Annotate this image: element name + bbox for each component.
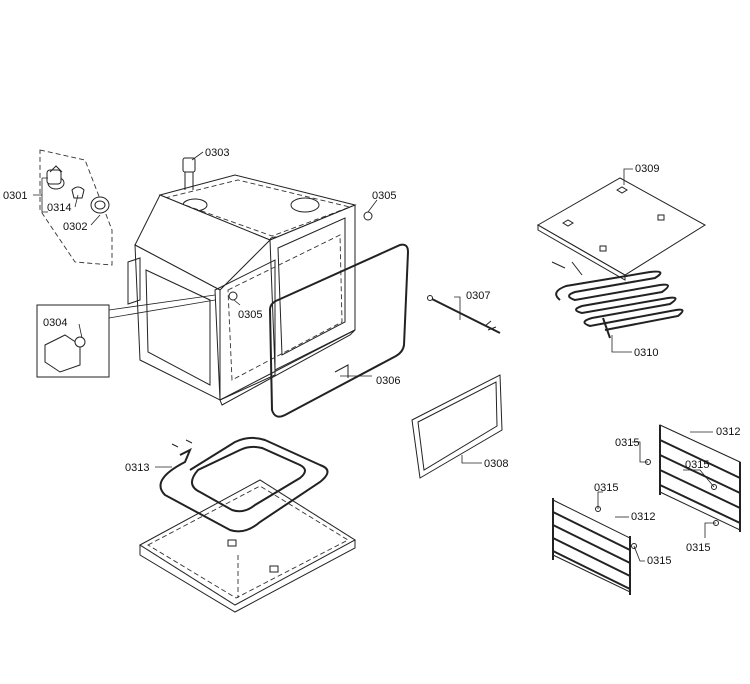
callout-0315-a: 0315 bbox=[615, 437, 639, 449]
callout-0307: 0307 bbox=[466, 290, 490, 302]
floor-panel bbox=[139, 479, 356, 613]
sensor-0303 bbox=[182, 157, 196, 190]
callout-0305-top: 0305 bbox=[372, 190, 396, 202]
callout-0314: 0314 bbox=[47, 202, 71, 214]
callout-0306: 0306 bbox=[376, 375, 400, 387]
callout-0303: 0303 bbox=[205, 147, 229, 159]
rack-support-right bbox=[659, 424, 741, 532]
element-0310 bbox=[551, 261, 684, 339]
element-0313 bbox=[159, 436, 329, 533]
callout-0315-d: 0315 bbox=[594, 482, 618, 494]
callout-0312-left: 0312 bbox=[631, 511, 655, 523]
panel-0308 bbox=[411, 374, 503, 479]
callout-0315-b: 0315 bbox=[685, 459, 709, 471]
callout-0312-right: 0312 bbox=[716, 426, 740, 438]
door-gasket bbox=[268, 243, 410, 418]
callout-0302: 0302 bbox=[63, 221, 87, 233]
inset-0304 bbox=[36, 294, 216, 378]
cover-0309 bbox=[536, 177, 706, 281]
screw-icon bbox=[228, 291, 238, 301]
lamp-assembly bbox=[39, 149, 113, 266]
callout-0309: 0309 bbox=[635, 163, 659, 175]
element-0307 bbox=[427, 295, 501, 334]
callout-0308: 0308 bbox=[484, 458, 508, 470]
oven-cavity bbox=[127, 174, 357, 406]
screw-icon bbox=[363, 211, 373, 221]
leader-lines bbox=[33, 151, 716, 562]
callout-0315-c: 0315 bbox=[686, 542, 710, 554]
callout-0313: 0313 bbox=[125, 462, 149, 474]
callout-0310: 0310 bbox=[634, 347, 658, 359]
callout-labels: 0301 0302 0303 0304 0305 0305 0306 0307 … bbox=[3, 147, 740, 567]
callout-0301: 0301 bbox=[3, 190, 27, 202]
callout-0315-e: 0315 bbox=[647, 555, 671, 567]
callout-0305-cavity: 0305 bbox=[238, 309, 262, 321]
rack-support-left bbox=[552, 498, 631, 595]
callout-0304: 0304 bbox=[43, 317, 67, 329]
